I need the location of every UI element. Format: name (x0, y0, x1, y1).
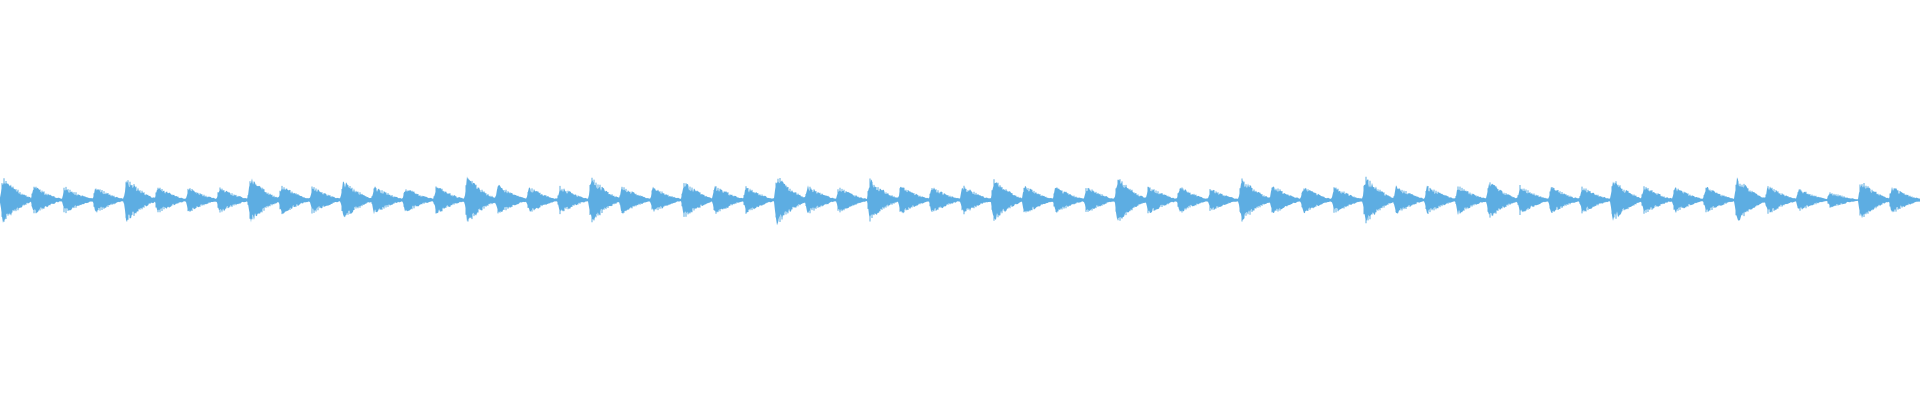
waveform-peaks (1, 176, 1913, 224)
waveform-envelope (0, 176, 1920, 226)
